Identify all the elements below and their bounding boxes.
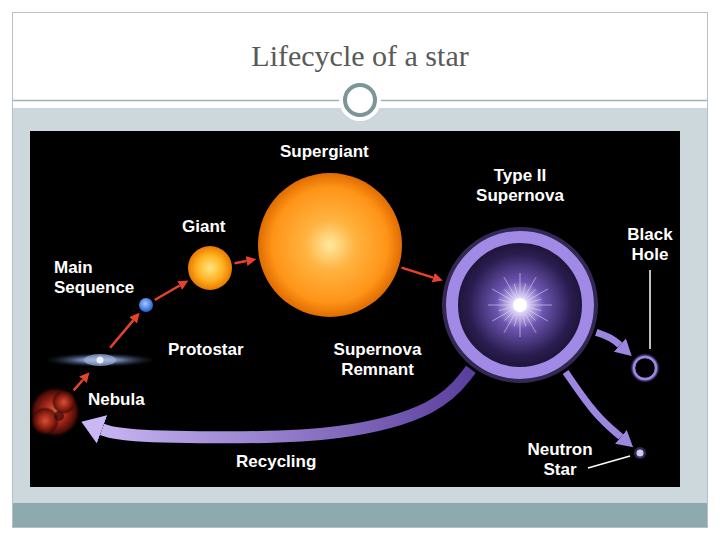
- stage-label: Type II Supernova: [470, 166, 570, 206]
- supernova-ray: [525, 310, 536, 321]
- supernova-core: [513, 298, 527, 312]
- lifecycle-arrow: [566, 372, 621, 437]
- leader-line: [588, 456, 630, 468]
- supernova-ray: [525, 289, 536, 300]
- lifecycle-arrow: [74, 380, 83, 391]
- black-hole-glow: [630, 353, 660, 383]
- star-picture: [139, 298, 153, 312]
- star-stage: Protostar: [44, 350, 156, 370]
- star-stage: Type II Supernova: [442, 227, 598, 383]
- star-picture: [44, 350, 156, 370]
- lifecycle-arrow: [235, 261, 247, 263]
- lifecycle-arrow: [110, 320, 133, 347]
- supernova-ray: [499, 307, 513, 311]
- star-picture: [30, 386, 80, 438]
- supernova-ring: [452, 237, 588, 373]
- star-stage: Main Sequence: [139, 298, 153, 312]
- rule-ornament: [345, 85, 375, 115]
- stage-label: Protostar: [168, 340, 244, 360]
- protostar-disk: [44, 353, 156, 367]
- supernova-ray: [492, 309, 514, 322]
- star-stage: Giant: [188, 246, 232, 290]
- slide-title: Lifecycle of a star: [0, 36, 720, 76]
- stage-label: Neutron Star: [525, 440, 595, 480]
- footer-band: [13, 503, 707, 527]
- supernova-ray: [520, 312, 521, 337]
- star-picture: [634, 447, 646, 459]
- star-stage: Black Hole: [630, 353, 660, 383]
- lifecycle-arrow: [102, 369, 471, 437]
- supernova-ray: [514, 284, 518, 298]
- leader-line: [649, 270, 651, 349]
- main-sequence-star: [139, 298, 153, 312]
- stage-label: Nebula: [88, 390, 145, 410]
- supernova-ray: [488, 305, 513, 306]
- stage-label: Black Hole: [622, 225, 678, 265]
- lifecycle-arrow: [155, 286, 180, 300]
- supernova-ray: [527, 305, 552, 306]
- star-picture: [630, 353, 660, 383]
- content-panel: [13, 108, 707, 503]
- supernova-ray: [522, 312, 526, 326]
- supernova-ray: [524, 311, 537, 333]
- supernova-ray: [526, 289, 548, 302]
- supernova-ray: [504, 310, 515, 321]
- rule-ornament-ground: [339, 79, 381, 121]
- space-picture: [30, 131, 680, 487]
- stage-label: Main Sequence: [54, 258, 138, 298]
- supernova-ray: [520, 273, 521, 298]
- star-picture: [188, 246, 232, 290]
- stage-label: Giant: [182, 217, 225, 237]
- nebula-cloud: [31, 407, 59, 435]
- protostar-core: [84, 354, 116, 366]
- star-stage: Nebula: [30, 386, 80, 438]
- stage-label: Supergiant: [280, 142, 369, 162]
- nebula-cloud: [30, 387, 80, 437]
- protostar-core: [97, 357, 104, 364]
- picture-label: Supernova Remnant: [330, 340, 425, 380]
- nebula-cloud: [52, 390, 76, 414]
- star-picture: [258, 173, 402, 317]
- supernova-glow: [444, 229, 596, 381]
- slide-frame: [13, 13, 708, 528]
- black-hole: [634, 357, 656, 379]
- neutron-star: [637, 450, 644, 457]
- nebula-dust: [54, 411, 64, 421]
- giant-star: [188, 246, 232, 290]
- supergiant-star: [258, 173, 402, 317]
- edge-label: Recycling: [232, 452, 320, 472]
- supernova-ray: [527, 299, 541, 303]
- neutron-star-glow: [634, 447, 646, 459]
- supernova-ray: [504, 289, 515, 300]
- lifecycle-arrow: [402, 268, 434, 278]
- supernova-ray: [504, 277, 517, 299]
- lifecycle-arrow: [596, 332, 620, 345]
- star-stage: Neutron Star: [634, 447, 646, 459]
- star-stage: Supergiant: [258, 173, 402, 317]
- star-picture: [442, 227, 598, 383]
